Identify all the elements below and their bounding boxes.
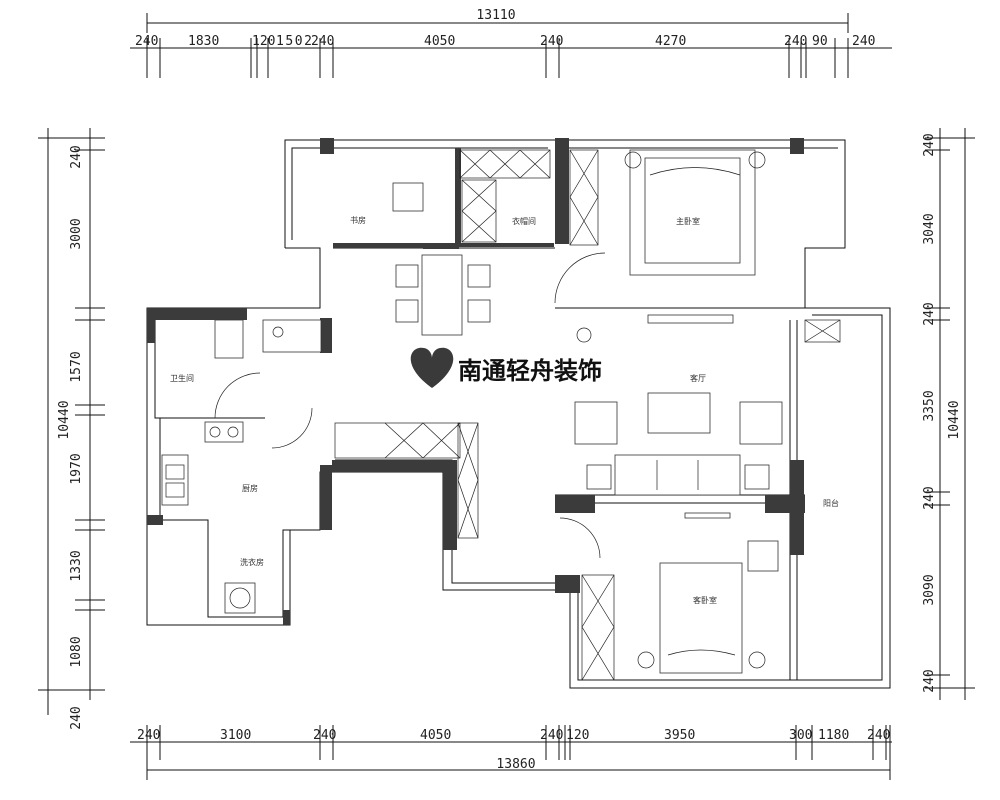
left-seg-3: 1570 (69, 351, 84, 382)
bottom-total-dimension: 13860 (496, 757, 535, 772)
right-dimension-lines (925, 128, 975, 700)
left-seg-2: 3000 (69, 218, 84, 249)
bottom-seg-1: 240 (137, 728, 160, 743)
room-label-cloakroom: 衣帽间 (512, 216, 536, 226)
right-seg-4: 3350 (922, 390, 937, 421)
top-seg-4: 1502 (276, 34, 312, 49)
bottom-seg-4: 4050 (420, 728, 451, 743)
top-dimension-lines (130, 13, 892, 78)
right-seg-3: 240 (922, 302, 937, 325)
brand-watermark-text: 南通轻舟装饰 (458, 356, 602, 385)
top-seg-11: 240 (852, 34, 875, 49)
right-seg-5: 240 (922, 486, 937, 509)
bottom-seg-3: 240 (313, 728, 336, 743)
cabinets (334, 149, 841, 681)
left-seg-7: 240 (69, 706, 84, 729)
left-seg-5: 1330 (69, 550, 84, 581)
left-seg-4: 1970 (69, 453, 84, 484)
right-total-dimension: 10440 (947, 400, 962, 439)
right-seg-6: 3090 (922, 574, 937, 605)
room-label-living-room: 客厅 (690, 373, 706, 383)
top-total-dimension: 13110 (476, 8, 515, 23)
room-label-bathroom: 卫生间 (170, 373, 194, 383)
bottom-seg-9: 1180 (818, 728, 849, 743)
top-seg-10: 90 (812, 34, 828, 49)
bottom-seg-5: 240 (540, 728, 563, 743)
top-seg-3: 120 (252, 34, 275, 49)
bottom-seg-8: 300 (789, 728, 812, 743)
room-label-laundry: 洗衣房 (240, 557, 264, 567)
room-label-study: 书房 (350, 215, 366, 225)
brand-heart-logo-icon (410, 347, 454, 388)
left-total-dimension: 10440 (57, 400, 72, 439)
bottom-seg-10: 240 (867, 728, 890, 743)
left-seg-1: 240 (69, 145, 84, 168)
room-label-guest-bedroom: 客卧室 (693, 595, 717, 605)
right-seg-2: 3040 (922, 213, 937, 244)
top-seg-2: 1830 (188, 34, 219, 49)
furniture (161, 149, 783, 674)
bottom-seg-7: 3950 (664, 728, 695, 743)
left-dimension-lines (38, 128, 105, 715)
top-seg-9: 240 (784, 34, 807, 49)
bottom-dimension-lines (130, 725, 892, 780)
left-seg-6: 1080 (69, 636, 84, 667)
top-seg-6: 4050 (424, 34, 455, 49)
top-seg-5: 240 (311, 34, 334, 49)
room-label-master-bedroom: 主卧室 (676, 216, 700, 226)
bottom-seg-6: 120 (566, 728, 589, 743)
top-seg-8: 4270 (655, 34, 686, 49)
right-seg-7: 240 (922, 669, 937, 692)
bottom-seg-2: 3100 (220, 728, 251, 743)
right-seg-1: 240 (922, 133, 937, 156)
room-label-balcony: 阳台 (823, 498, 839, 508)
room-label-kitchen: 厨房 (242, 483, 258, 493)
top-seg-1: 240 (135, 34, 158, 49)
top-seg-7: 240 (540, 34, 563, 49)
solid-walls (147, 138, 805, 625)
